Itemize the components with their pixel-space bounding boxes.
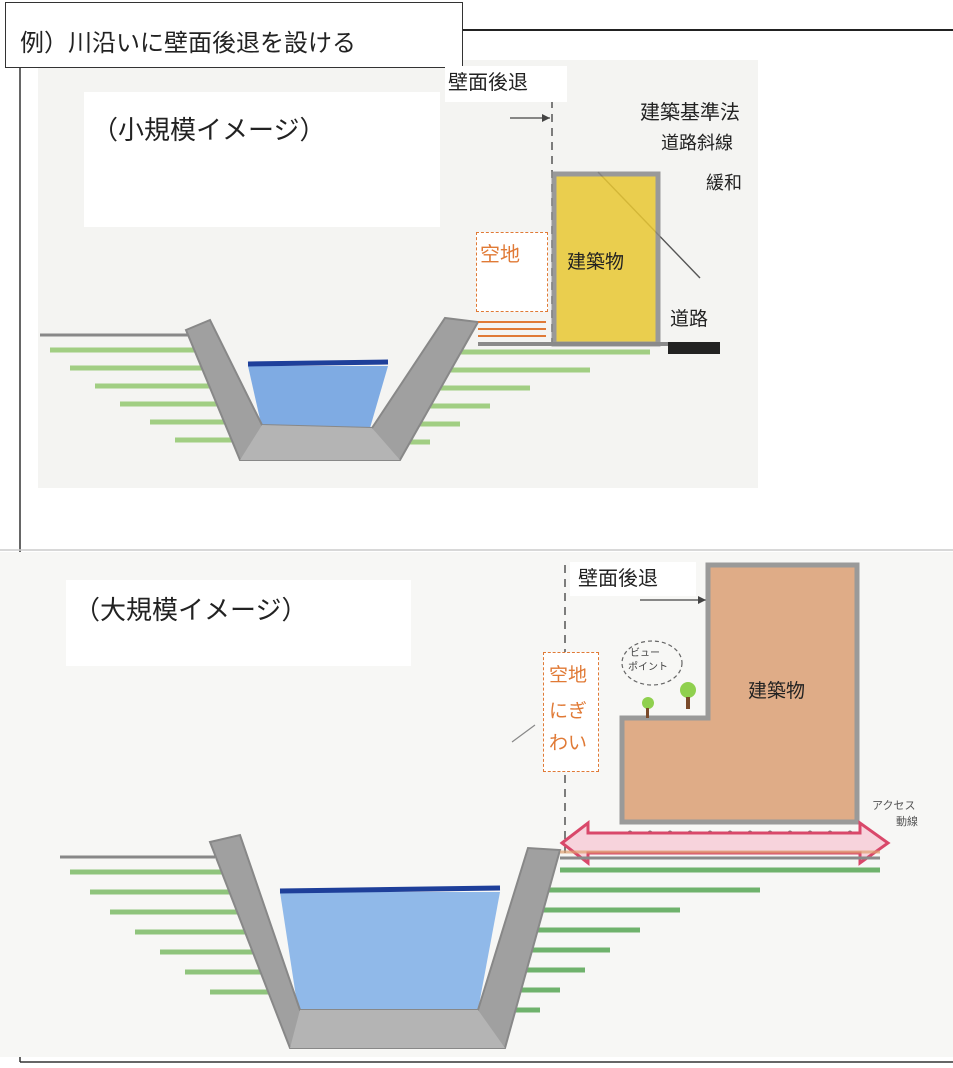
bustle-label-line2: わい <box>549 732 588 754</box>
tree-icon <box>642 697 654 709</box>
open-space-box <box>476 232 548 312</box>
small-building <box>551 171 661 347</box>
tree-trunk <box>686 697 690 709</box>
wall-setback-label: 壁面後退 <box>448 70 528 94</box>
access-label-line1: アクセス <box>872 799 916 812</box>
open-space-large-label: 空地 <box>549 664 588 686</box>
caption-text: 例）川沿いに壁面後退を設ける <box>20 29 356 57</box>
large-building <box>619 562 860 825</box>
view-point-circle <box>621 640 683 686</box>
channel-bottom <box>240 425 400 460</box>
channel-bottom-large <box>290 1010 505 1048</box>
bustle-label-line1: にぎ <box>549 700 588 722</box>
building-label: 建築物 <box>567 251 625 273</box>
wall-setback-large-box <box>570 562 696 596</box>
access-label-line2: 動線 <box>896 815 918 828</box>
open-space-label: 空地 <box>480 242 520 266</box>
small-title-box <box>84 92 440 227</box>
open-space-large-box <box>543 652 599 772</box>
water-surface <box>247 359 389 367</box>
road-label: 道路 <box>670 308 709 330</box>
wall-setback-box <box>445 66 567 102</box>
large-title-box <box>66 580 411 666</box>
setback-arrowhead-large <box>698 596 706 604</box>
river-water-large <box>280 892 500 1010</box>
water-surface-large <box>279 885 501 894</box>
caption-box: 例）川沿いに壁面後退を設ける <box>5 2 463 68</box>
road-slope-line-label: 道路斜線 <box>661 133 733 154</box>
large-building-label: 建築物 <box>748 680 806 702</box>
small-scale-title: （小規模イメージ） <box>92 116 326 146</box>
tree-icon <box>680 682 696 698</box>
view-point-label-line2: ポイント <box>628 662 668 673</box>
tree-trunk <box>646 708 649 718</box>
view-point-label-line1: ビュー <box>630 648 660 659</box>
river-water <box>248 366 388 428</box>
wall-setback-large-label: 壁面後退 <box>578 566 658 590</box>
road-surface <box>668 342 720 354</box>
open-space-hatch <box>478 321 546 337</box>
relaxation-label: 緩和 <box>706 173 742 194</box>
setback-arrowhead <box>542 114 550 122</box>
large-scale-title: （大規模イメージ） <box>74 596 308 626</box>
bustle-arrow <box>511 724 536 743</box>
building-standards-law-label: 建築基準法 <box>640 100 740 124</box>
grass-left <box>50 347 236 443</box>
